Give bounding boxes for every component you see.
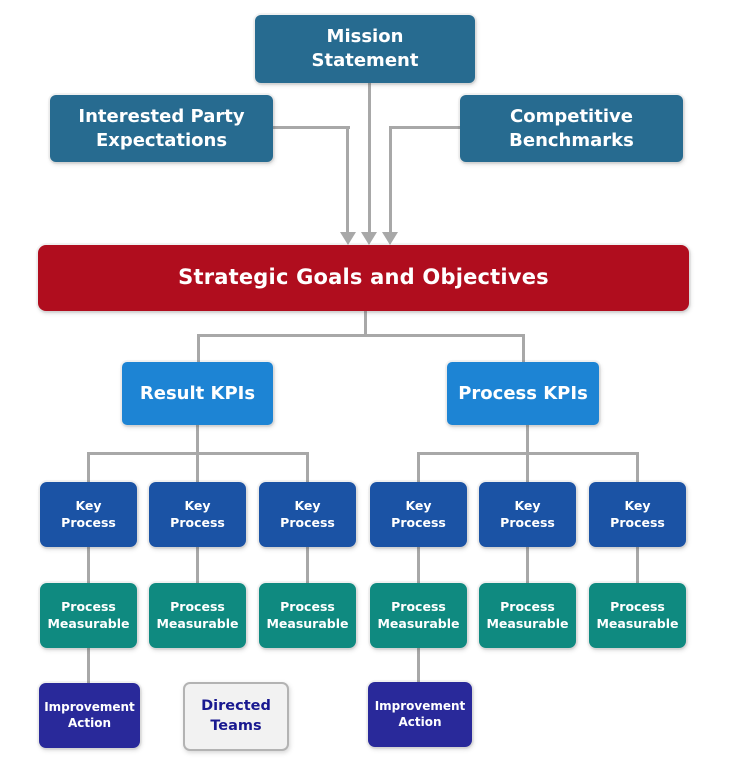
key-process-label: Key Process xyxy=(280,498,335,530)
key-process-node-2: Key Process xyxy=(149,482,246,547)
strategic-goals-banner: Strategic Goals and Objectives xyxy=(38,245,689,311)
connector-interested-horizontal xyxy=(273,126,350,129)
key-process-node-3: Key Process xyxy=(259,482,356,547)
improvement-action-node-2: Improvement Action xyxy=(368,682,472,747)
interested-party-node: Interested Party Expectations xyxy=(50,95,273,162)
process-measurable-node-2: Process Measurable xyxy=(149,583,246,648)
connector-competitive-horizontal xyxy=(389,126,460,129)
connector-competitive-vertical xyxy=(389,126,392,233)
competitive-benchmarks-node: Competitive Benchmarks xyxy=(460,95,683,162)
process-kpis-node: Process KPIs xyxy=(447,362,599,425)
connector-mission-to-goals xyxy=(368,83,371,233)
connector-kp4-pm4 xyxy=(417,547,420,583)
process-measurable-label: Process Measurable xyxy=(266,599,349,631)
process-measurable-label: Process Measurable xyxy=(156,599,239,631)
arrow-down-icon xyxy=(361,232,377,245)
strategic-goals-label: Strategic Goals and Objectives xyxy=(178,265,549,290)
connector-interested-vertical xyxy=(346,126,349,233)
key-process-label: Key Process xyxy=(170,498,225,530)
connector-process-kpi-in xyxy=(522,334,525,362)
directed-teams-label: Directed Teams xyxy=(201,698,271,734)
process-measurable-label: Process Measurable xyxy=(47,599,130,631)
mission-statement-node: Mission Statement xyxy=(255,15,475,83)
connector-result-kpi-in xyxy=(197,334,200,362)
arrow-down-icon xyxy=(382,232,398,245)
key-process-node-4: Key Process xyxy=(370,482,467,547)
connector-result-split xyxy=(88,452,308,455)
connector-keyprocess-6-in xyxy=(636,452,639,482)
key-process-node-6: Key Process xyxy=(589,482,686,547)
competitive-benchmarks-label: Competitive Benchmarks xyxy=(509,105,634,151)
process-measurable-label: Process Measurable xyxy=(596,599,679,631)
connector-keyprocess-1-in xyxy=(87,452,90,482)
process-measurable-label: Process Measurable xyxy=(377,599,460,631)
connector-goals-stem xyxy=(364,311,367,337)
key-process-label: Key Process xyxy=(610,498,665,530)
process-kpis-label: Process KPIs xyxy=(458,382,588,404)
connector-kp2-pm2 xyxy=(196,547,199,583)
connector-pm4-improvement xyxy=(417,648,420,682)
key-process-node-5: Key Process xyxy=(479,482,576,547)
mission-statement-label: Mission Statement xyxy=(311,26,419,71)
connector-pm1-improvement xyxy=(87,648,90,683)
key-process-label: Key Process xyxy=(61,498,116,530)
process-measurable-node-5: Process Measurable xyxy=(479,583,576,648)
connector-kpi-split xyxy=(197,334,525,337)
connector-kp1-pm1 xyxy=(87,547,90,583)
key-process-label: Key Process xyxy=(500,498,555,530)
connector-kp3-pm3 xyxy=(306,547,309,583)
improvement-action-label: Improvement Action xyxy=(374,698,466,729)
connector-process-split xyxy=(418,452,638,455)
arrow-down-icon xyxy=(340,232,356,245)
improvement-action-node-1: Improvement Action xyxy=(39,683,140,748)
directed-teams-node: Directed Teams xyxy=(183,682,289,751)
result-kpis-label: Result KPIs xyxy=(139,382,256,404)
improvement-action-label: Improvement Action xyxy=(44,699,135,730)
interested-party-label: Interested Party Expectations xyxy=(78,105,245,151)
process-measurable-node-1: Process Measurable xyxy=(40,583,137,648)
connector-kp6-pm6 xyxy=(636,547,639,583)
connector-keyprocess-3-in xyxy=(306,452,309,482)
result-kpis-node: Result KPIs xyxy=(122,362,273,425)
process-measurable-label: Process Measurable xyxy=(486,599,569,631)
connector-kp5-pm5 xyxy=(526,547,529,583)
process-measurable-node-6: Process Measurable xyxy=(589,583,686,648)
process-measurable-node-4: Process Measurable xyxy=(370,583,467,648)
process-measurable-node-3: Process Measurable xyxy=(259,583,356,648)
key-process-node-1: Key Process xyxy=(40,482,137,547)
connector-keyprocess-4-in xyxy=(417,452,420,482)
key-process-label: Key Process xyxy=(391,498,446,530)
